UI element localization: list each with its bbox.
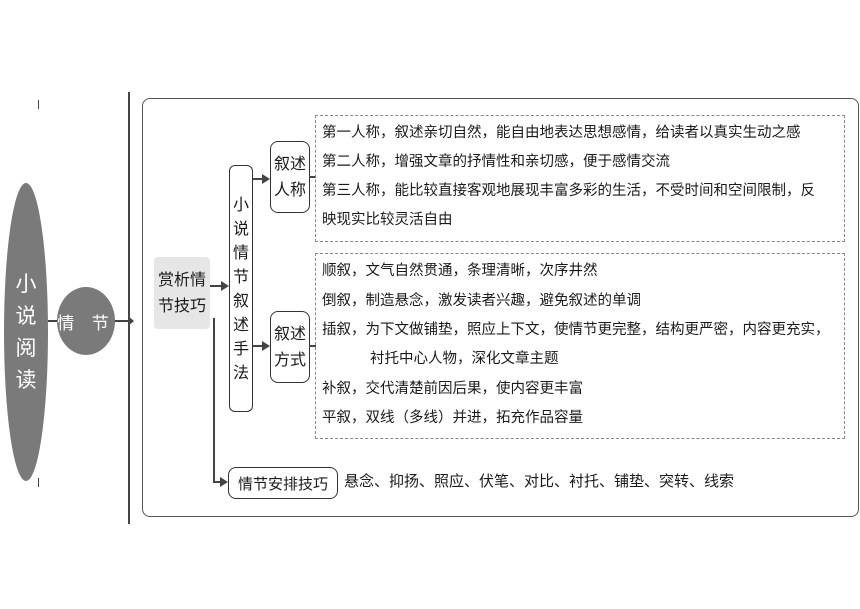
method-text-box xyxy=(315,253,845,439)
analysis-box: 赏析情 节技巧 xyxy=(154,257,210,329)
analysis-line: 节技巧 xyxy=(157,296,206,315)
main-topic-char: 阅 xyxy=(15,336,37,360)
method-line: 倒叙，制造悬念，激发读者兴趣，避免叙述的单调 xyxy=(322,293,641,309)
connector-analysis-arrangement-h xyxy=(213,481,221,483)
arrangement-text: 悬念、抑扬、照应、伏笔、对比、衬托、铺垫、突转、线索 xyxy=(344,472,735,490)
narration-char: 述 xyxy=(232,314,249,334)
connector-to-method xyxy=(253,345,262,347)
connector-person-text xyxy=(309,176,316,178)
person-line: 第三人称，能比较直接客观地展现丰富多彩的生活，不受时间和空间限制，反 xyxy=(322,183,815,199)
person-line: 第一人称，叙述亲切自然，能自由地表达思想感情，给读者以真实生动之感 xyxy=(322,125,801,141)
method-label: 方式 xyxy=(273,350,306,369)
left-tick-bottom xyxy=(38,478,39,487)
narration-char: 法 xyxy=(232,362,249,382)
narration-char: 手 xyxy=(232,338,249,358)
content-frame xyxy=(142,98,859,517)
method-line: 补叙，交代清楚前因后果，使内容更丰富 xyxy=(322,381,583,397)
narration-char: 情 xyxy=(232,242,249,262)
arrow-icon xyxy=(220,477,228,487)
person-label: 人称 xyxy=(273,180,306,199)
arrangement-label: 情节安排技巧 xyxy=(237,474,328,493)
connector-method-text xyxy=(309,345,316,347)
method-line: 顺叙，文气自然贯通，条理清晰，次序井然 xyxy=(322,263,598,279)
person-text-box xyxy=(315,115,845,242)
method-label-box: 叙述 方式 xyxy=(270,311,310,383)
method-line: 插叙，为下文做铺垫，照应上下文，使情节更完整，结构更严密，内容更充实， xyxy=(322,322,830,338)
main-topic-oval: 小 说 阅 读 xyxy=(4,183,48,481)
arrow-icon xyxy=(221,281,229,291)
main-topic-char: 读 xyxy=(15,368,37,392)
sub-topic-oval: 情 节 xyxy=(57,287,115,355)
arrow-icon xyxy=(128,316,134,326)
arrow-icon xyxy=(262,174,270,184)
connector-analysis-method xyxy=(210,285,222,287)
person-line: 映现实比较灵活自由 xyxy=(322,212,453,228)
person-line: 第二人称，增强文章的抒情性和亲切感，便于感情交流 xyxy=(322,154,670,170)
arrow-icon xyxy=(262,341,270,351)
narration-char: 叙 xyxy=(232,290,249,310)
main-topic-char: 说 xyxy=(15,304,37,328)
connector-to-person xyxy=(253,178,262,180)
narration-char: 节 xyxy=(232,266,249,286)
connector-analysis-arrangement-v xyxy=(213,318,215,482)
sub-topic-label: 情 节 xyxy=(57,313,115,334)
method-line: 平叙，双线（多线）并进，拓充作品容量 xyxy=(322,410,583,426)
method-label: 叙述 xyxy=(273,324,306,343)
narration-char: 说 xyxy=(232,218,249,238)
left-tick-top xyxy=(38,100,39,109)
person-label: 叙述 xyxy=(273,154,306,173)
narration-char: 小 xyxy=(232,194,249,214)
connector-main-sub xyxy=(48,320,57,322)
method-line: 衬托中心人物，深化文章主题 xyxy=(370,351,559,367)
narration-method-box: 小 说 情 节 叙 述 手 法 xyxy=(229,165,253,412)
connector-sub-frame xyxy=(115,320,129,322)
arrangement-label-box: 情节安排技巧 xyxy=(228,467,338,499)
person-label-box: 叙述 人称 xyxy=(270,141,310,213)
main-topic-char: 小 xyxy=(15,272,37,296)
vertical-divider xyxy=(128,92,130,524)
analysis-line: 赏析情 xyxy=(157,270,206,289)
